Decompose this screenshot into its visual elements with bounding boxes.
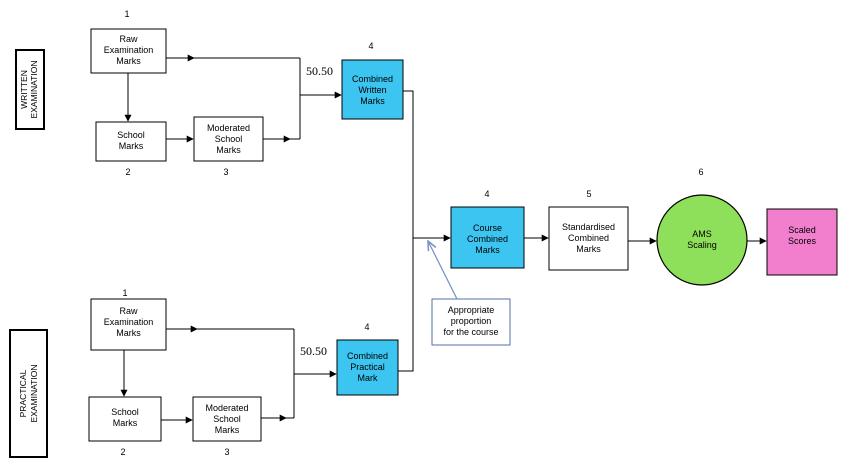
scaled-scores-line2: Scores [788,236,817,246]
proportion-note-line1: Appropriate [448,305,495,315]
practical-moderated-marks-box [192,396,262,442]
written-examination-label-line2: EXAMINATION [29,61,39,119]
practical-examination-label-line1: PRACTICAL [18,369,28,417]
course-combined-marks-box [450,206,525,269]
practical-examination-label-line2: EXAMINATION [29,365,39,423]
scaled-scores-line1: Scaled [788,225,816,235]
written-raw-step-number: 1 [124,9,129,19]
standardised-step-number: 5 [586,189,591,199]
practical-moderated-marks-line1: Moderated [205,403,248,413]
ams-scaling-line2: Scaling [687,240,717,250]
written-school-marks-line1: School [117,130,145,140]
course-combined-step-number: 4 [484,189,489,199]
combined-written-marks-box [341,59,404,120]
combined-written-marks-line3: Marks [360,96,385,106]
written-school-marks-box [95,121,167,162]
combined-written-marks-line1: Combined [352,74,393,84]
scaled-scores-box [766,208,838,276]
standardised-combined-marks-line3: Marks [576,244,601,254]
course-combined-marks-line3: Marks [475,245,500,255]
written-raw-marks-line1: Raw [119,34,138,44]
combined-written-step-number: 4 [368,41,373,51]
written-examination-label-box [15,49,45,130]
combined-practical-mark-line2: Practical [350,362,385,372]
written-raw-marks-box [90,28,167,74]
practical-school-step-number: 2 [120,447,125,457]
written-raw-marks-line3: Marks [116,56,141,66]
practical-moderated-step-number: 3 [224,447,229,457]
standardised-combined-marks-line1: Standardised [562,222,615,232]
written-moderated-marks-line2: School [215,134,243,144]
ams-step-number: 6 [698,167,703,177]
written-moderated-step-number: 3 [223,167,228,177]
proportion-note-line2: proportion [451,316,492,326]
course-combined-marks-line2: Combined [467,234,508,244]
practical-school-marks-line1: School [111,407,139,417]
practical-ratio-label: 50.50 [300,344,327,358]
standardised-combined-marks-box [548,206,629,271]
written-moderated-marks-line1: Moderated [207,123,250,133]
practical-moderated-marks-line2: School [213,414,241,424]
practical-moderated-marks-line3: Marks [215,425,240,435]
course-combined-marks-line1: Course [473,223,502,233]
written-school-marks-line2: Marks [119,141,144,151]
standardised-combined-marks-line2: Combined [568,233,609,243]
written-examination-label-line1: WRITTEN [19,70,29,109]
written-school-step-number: 2 [125,167,130,177]
practical-raw-marks-line1: Raw [119,306,138,316]
ams-scaling-line1: AMS [692,229,712,239]
combined-merge-connector [398,90,414,372]
written-ratio-label: 50.50 [306,64,333,78]
combined-practical-step-number: 4 [364,322,369,332]
ams-scaling-circle [656,194,748,286]
proportion-note-line3: for the course [443,327,498,337]
practical-school-marks-box [88,396,162,442]
written-moderated-marks-line3: Marks [216,145,241,155]
proportion-note-pointer-arrow [428,241,458,300]
practical-raw-marks-box [90,298,167,351]
practical-raw-marks-line3: Marks [116,328,141,338]
combined-practical-mark-line1: Combined [347,351,388,361]
combined-practical-mark-line3: Mark [358,373,378,383]
practical-examination-label-box [9,329,48,458]
written-raw-marks-line2: Examination [104,45,154,55]
practical-raw-step-number: 1 [122,288,127,298]
combined-practical-mark-box [336,339,399,396]
proportion-note-box [431,298,511,346]
practical-raw-marks-line2: Examination [104,317,154,327]
combined-written-marks-line2: Written [358,85,386,95]
practical-school-marks-line2: Marks [113,418,138,428]
